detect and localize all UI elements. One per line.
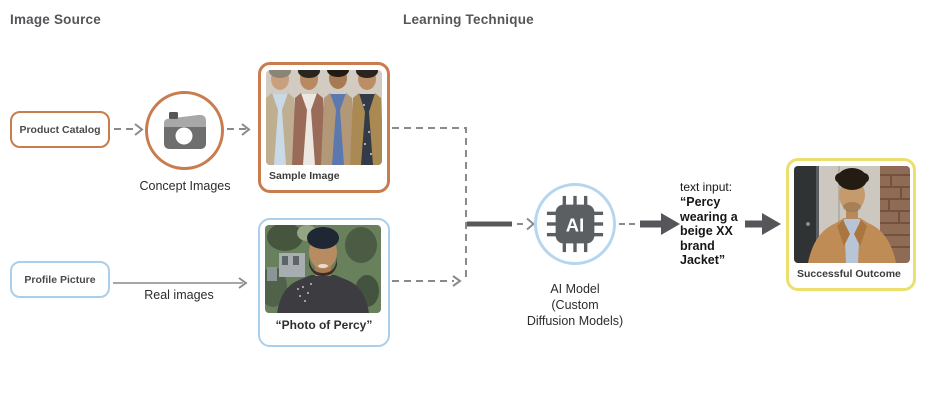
prompt-line: wearing a: [680, 209, 738, 224]
prompt-line: “Percy: [680, 195, 721, 209]
prompt-line: beige XX: [680, 224, 733, 238]
ai-model-node[interactable]: AI: [534, 183, 616, 265]
product-catalog-label: Product Catalog: [19, 123, 101, 136]
section-heading-learning-technique: Learning Technique: [403, 12, 534, 27]
real-images-label: Real images: [144, 288, 214, 302]
ai-model-label-line1: AI Model: [550, 282, 600, 296]
photo-of-percy-label: “Photo of Percy”: [275, 318, 373, 332]
sample-image-label: Sample Image: [269, 170, 340, 182]
sample-image-card[interactable]: Sample Image: [258, 62, 390, 193]
camera-icon: [163, 111, 206, 149]
concept-images-node[interactable]: [145, 91, 224, 170]
product-catalog-node[interactable]: Product Catalog: [10, 111, 110, 148]
ai-model-label-line3: Diffusion Models): [526, 314, 624, 328]
photo-of-percy-photo: [265, 225, 381, 313]
text-input-block: text input: “Percy wearing a beige XX br…: [680, 180, 754, 268]
successful-outcome-label: Successful Outcome: [797, 268, 901, 280]
photo-of-percy-card[interactable]: “Photo of Percy”: [258, 218, 390, 347]
prompt-line: brand: [680, 238, 715, 253]
ai-model-label: AI Model (Custom Diffusion Models): [500, 281, 650, 329]
ai-model-label-line2: (Custom: [551, 298, 599, 312]
successful-outcome-photo: [794, 166, 910, 263]
concept-images-label: Concept Images: [139, 179, 231, 193]
text-input-prefix: text input:: [680, 180, 733, 194]
profile-picture-label: Profile Picture: [24, 273, 96, 286]
sample-image-photo: [266, 70, 382, 165]
section-heading-image-source: Image Source: [10, 12, 101, 27]
ai-chip-icon: AI: [546, 195, 604, 253]
prompt-line: Jacket”: [680, 253, 726, 267]
profile-picture-node[interactable]: Profile Picture: [10, 261, 110, 298]
svg-text:AI: AI: [566, 214, 584, 235]
successful-outcome-card[interactable]: Successful Outcome: [786, 158, 916, 291]
